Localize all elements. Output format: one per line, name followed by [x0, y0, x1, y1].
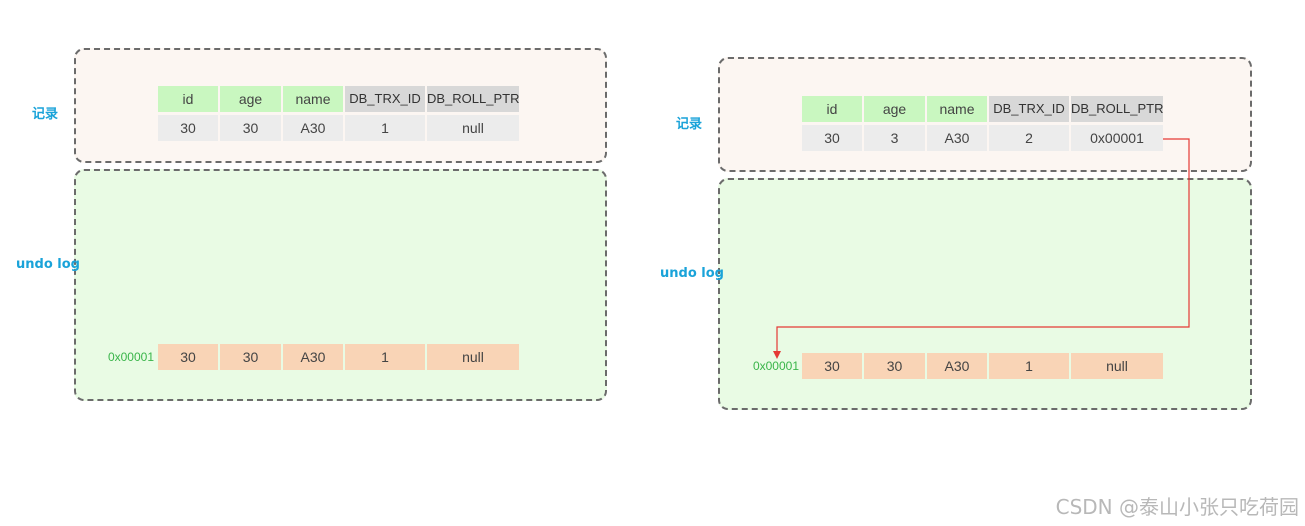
right-undo-address: 0x00001 [752, 359, 799, 373]
left-undo-roll-ptr: null [427, 344, 519, 370]
right-undo-id: 30 [802, 353, 862, 379]
left-header-age: age [220, 86, 281, 112]
right-record-roll-ptr: 0x00001 [1071, 125, 1163, 151]
left-record-id: 30 [158, 115, 218, 141]
right-header-age: age [864, 96, 925, 122]
left-record-roll-ptr: null [427, 115, 519, 141]
left-header-trx-id: DB_TRX_ID [345, 86, 425, 112]
right-header-roll-ptr: DB_ROLL_PTR [1071, 96, 1163, 122]
left-undo-id: 30 [158, 344, 218, 370]
left-record-trx-id: 1 [345, 115, 425, 141]
right-record-trx-id: 2 [989, 125, 1069, 151]
right-header-trx-id: DB_TRX_ID [989, 96, 1069, 122]
left-undo-age: 30 [220, 344, 281, 370]
left-header-roll-ptr: DB_ROLL_PTR [427, 86, 519, 112]
left-undo-label: undo log [16, 257, 80, 272]
right-undo-roll-ptr: null [1071, 353, 1163, 379]
right-record-age: 3 [864, 125, 925, 151]
left-undo-name: A30 [283, 344, 343, 370]
right-undo-age: 30 [864, 353, 925, 379]
right-record-id: 30 [802, 125, 862, 151]
left-undo-address: 0x00001 [107, 350, 154, 364]
right-undo-name: A30 [927, 353, 987, 379]
left-record-label: 记录 [32, 107, 59, 122]
right-undo-trx-id: 1 [989, 353, 1069, 379]
right-record-label: 记录 [676, 117, 703, 132]
watermark: CSDN @泰山小张只吃荷园 [1055, 495, 1299, 519]
left-undo-trx-id: 1 [345, 344, 425, 370]
left-header-name: name [283, 86, 343, 112]
left-record-age: 30 [220, 115, 281, 141]
right-header-name: name [927, 96, 987, 122]
left-header-id: id [158, 86, 218, 112]
right-undo-label: undo log [660, 266, 724, 281]
right-record-name: A30 [927, 125, 987, 151]
right-header-id: id [802, 96, 862, 122]
left-record-name: A30 [283, 115, 343, 141]
